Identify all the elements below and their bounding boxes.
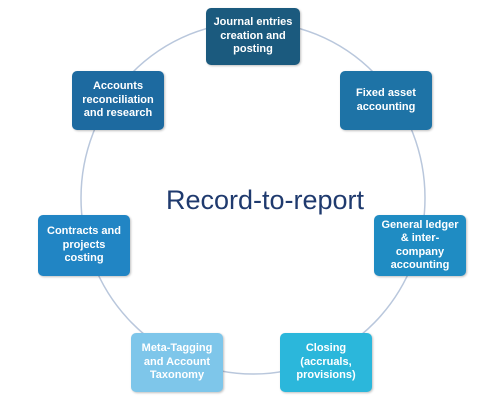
node-label-line: and research	[83, 107, 153, 120]
node-label-line: accounting	[356, 100, 416, 113]
node-label-line: creation and	[220, 29, 286, 42]
node-label-line: provisions)	[296, 369, 356, 382]
node-label-line: reconciliation	[82, 93, 154, 106]
node-contracts-projects-costing: Contracts and projects costing	[38, 215, 130, 276]
node-label-line: (accruals,	[300, 355, 352, 368]
node-label-line: Journal entries	[213, 16, 293, 29]
node-label-line: company	[395, 245, 445, 258]
node-label-line: projects	[62, 238, 106, 251]
node-accounts-reconciliation: Accounts reconciliation and research	[72, 71, 164, 130]
node-general-ledger: General ledger & inter- company accounti…	[374, 215, 466, 276]
node-label-line: Contracts and	[47, 225, 121, 238]
node-label-line: General ledger	[381, 218, 459, 231]
node-label: Contracts and projects costing	[47, 225, 121, 266]
node-fixed-asset-accounting: Fixed asset accounting	[340, 71, 432, 130]
node-label: Journal entries creation and posting	[214, 16, 293, 57]
node-label: Fixed asset accounting	[356, 87, 416, 114]
node-label-line: Meta-Tagging	[141, 342, 213, 355]
node-label-line: Accounts	[92, 80, 144, 93]
node-label-line: accounting	[390, 259, 450, 271]
diagram-title: Record-to-report	[165, 185, 365, 215]
node-meta-tagging: Meta-Tagging and Account Taxonomy	[131, 333, 223, 392]
node-closing: Closing (accruals, provisions)	[280, 333, 372, 392]
node-label-line: posting	[233, 43, 273, 56]
node-label-line: and Account	[143, 355, 211, 368]
node-label-line: costing	[64, 252, 104, 265]
node-label-line: Taxonomy	[149, 369, 205, 382]
node-label: Meta-Tagging and Account Taxonomy	[142, 342, 213, 383]
node-label-line: Closing	[305, 342, 347, 355]
node-journal-entries: Journal entries creation and posting	[206, 8, 300, 65]
node-label: Accounts reconciliation and research	[82, 80, 154, 121]
node-label: Closing (accruals, provisions)	[296, 342, 355, 383]
node-label-line: Fixed asset	[356, 87, 416, 99]
node-label-line: & inter-	[400, 232, 440, 244]
node-label: General ledger & inter- company accounti…	[381, 219, 458, 273]
